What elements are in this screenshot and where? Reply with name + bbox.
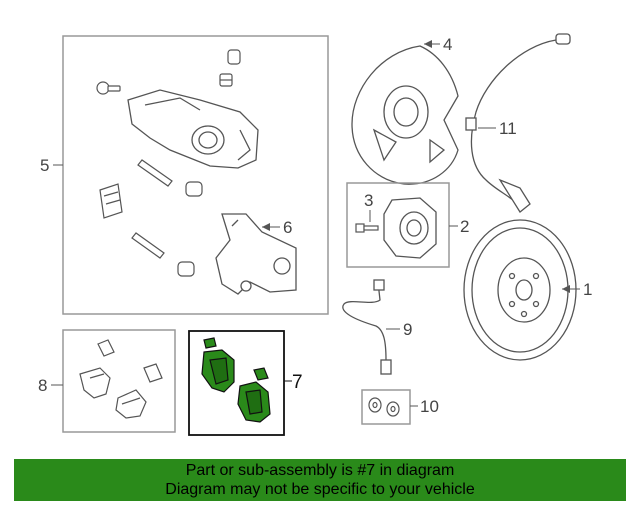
highlight-notice-banner: Part or sub-assembly is #7 in diagram Di… — [14, 459, 626, 501]
dust-cap-parts — [219, 49, 241, 87]
hub-bolt-part — [355, 223, 379, 233]
brake-rotor-part[interactable] — [463, 219, 577, 361]
abs-sensor-part[interactable] — [465, 33, 571, 213]
callout-5-label: 5 — [40, 156, 49, 175]
washer-part — [368, 397, 400, 417]
hub-group-box — [346, 182, 450, 268]
hub-assembly-group[interactable] — [346, 182, 450, 268]
callout-4[interactable]: 4 — [424, 35, 452, 54]
callout-3-label: 3 — [364, 191, 373, 210]
callout-2-label: 2 — [460, 217, 469, 236]
washers-box — [361, 389, 411, 425]
callout-7[interactable]: 7 — [284, 372, 303, 393]
washers-group[interactable] — [361, 389, 411, 425]
brake-pads-box — [188, 330, 285, 436]
callout-10[interactable]: 10 — [410, 397, 439, 416]
caliper-bracket-part — [215, 213, 297, 295]
callout-10-label: 10 — [420, 397, 439, 416]
hardware-clip-parts — [79, 339, 163, 419]
brake-pad-part — [201, 337, 271, 423]
callout-8-label: 8 — [38, 376, 47, 395]
callout-7-label: 7 — [292, 372, 303, 393]
callout-11-label: 11 — [499, 119, 517, 138]
callout-3[interactable]: 3 — [364, 191, 373, 222]
dust-shield-part[interactable] — [351, 45, 459, 185]
brake-pads-group[interactable] — [188, 330, 285, 436]
callout-2[interactable]: 2 — [449, 217, 469, 236]
caliper-assembly-group[interactable] — [62, 35, 329, 315]
callout-5[interactable]: 5 — [40, 156, 63, 175]
banner-line-2: Diagram may not be specific to your vehi… — [165, 481, 475, 498]
guide-pin-parts — [131, 159, 203, 277]
hardware-kit-box — [62, 329, 176, 433]
caliper-group-box — [62, 35, 329, 315]
wheel-hub-part — [383, 197, 437, 259]
pad-clip-part — [99, 183, 123, 219]
caliper-body-part — [127, 89, 259, 169]
callout-4-label: 4 — [443, 35, 452, 54]
callout-9-label: 9 — [403, 320, 412, 339]
callout-6-label: 6 — [283, 218, 292, 237]
brake-hose-part[interactable] — [342, 279, 392, 375]
banner-line-1: Part or sub-assembly is #7 in diagram — [185, 462, 455, 479]
callout-11[interactable]: 11 — [478, 119, 517, 138]
callout-9[interactable]: 9 — [386, 320, 412, 339]
hardware-kit-group[interactable] — [62, 329, 176, 433]
callout-6[interactable]: 6 — [262, 218, 292, 237]
callout-1-label: 1 — [583, 280, 592, 299]
callout-8[interactable]: 8 — [38, 376, 63, 395]
bleeder-screw-part — [96, 81, 121, 95]
callout-1[interactable]: 1 — [562, 280, 592, 299]
